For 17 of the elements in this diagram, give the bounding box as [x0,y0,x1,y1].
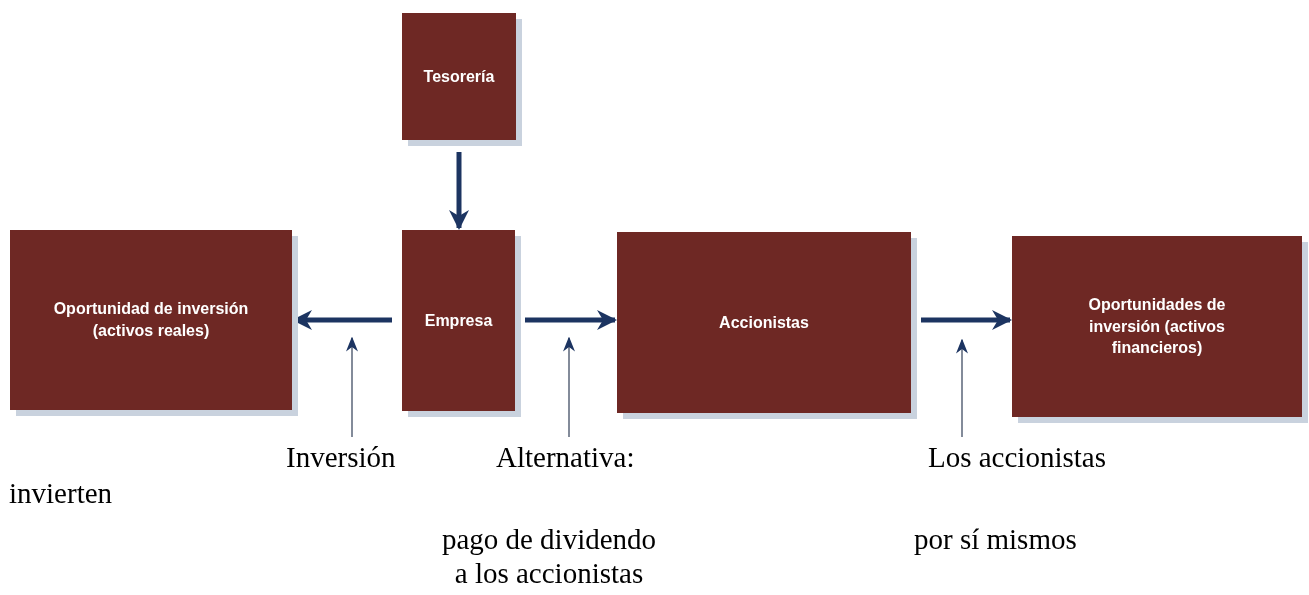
annotation-text: Alternativa: [496,440,636,474]
arrow [525,310,617,330]
annotation-text: Inversión [286,440,397,474]
box-label: Tesorería [423,66,495,87]
box-label: Oportunidad de inversión (activos reales) [52,299,250,341]
annotation-text: Los accionistas [928,440,1107,474]
box-label: Accionistas [719,312,809,333]
pointer-arrow [563,336,575,438]
box-label: Oportunidades de inversión (activos financieros) [1087,295,1227,359]
pointer-arrow [956,338,968,438]
annotation-text: pago de dividendo a los accionistas [440,522,658,590]
pointer-arrow [346,336,358,438]
box-label: Empresa [424,310,493,331]
annotation-text: invierten [9,476,113,510]
annotation-text: por sí mismos [914,522,1078,556]
arrow [449,152,469,230]
arrow [921,310,1012,330]
